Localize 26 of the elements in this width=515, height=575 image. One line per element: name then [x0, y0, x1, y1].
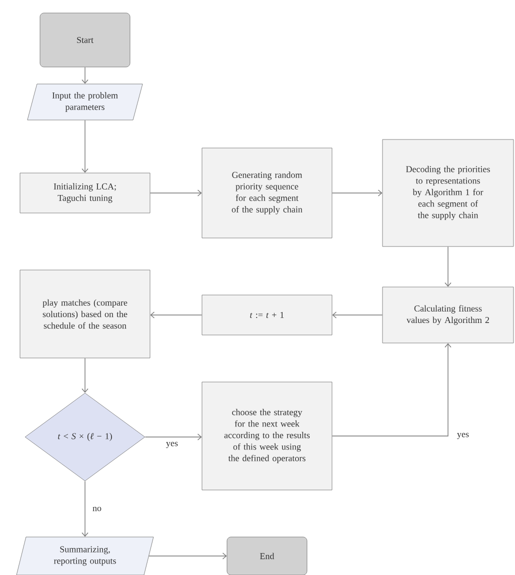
process-box: Initializing LCA; Taguchi tuning: [20, 172, 150, 214]
input-output-parallelogram: Input the problem parameters: [27, 84, 143, 120]
process-box: t := t + 1: [202, 294, 332, 336]
edge-label: yes: [165, 440, 179, 450]
arrow: [150, 312, 202, 318]
terminal-box: End: [226, 536, 308, 575]
process-box: Decoding the priorities to representations by Algorithm 1 for each segment of the supply chain: [382, 139, 514, 247]
arrow: [82, 66, 88, 84]
edge-label: no: [92, 506, 102, 512]
process-box: Generating random priority sequence for each segment of the supply chain: [202, 148, 332, 238]
arrow: [82, 358, 88, 393]
arrow: [148, 552, 227, 560]
terminal-box: Start: [40, 12, 130, 68]
process-box: choose the strategy for the next week according to the results of this week using the defined operators: [202, 382, 332, 490]
input-output-parallelogram: Summarizing, reporting outputs: [16, 536, 154, 575]
arrow: [144, 434, 202, 440]
process-box: play matches (compare solutions) based on the schedule of the season: [20, 270, 150, 358]
arrow: [150, 190, 202, 196]
arrow: [332, 190, 382, 196]
arrow: [332, 312, 383, 318]
process-box: Calculating fitness values by Algorithm 2: [382, 286, 514, 344]
arrow: [82, 480, 88, 537]
arrow: [444, 246, 452, 287]
edge-label: yes: [456, 432, 470, 440]
arrow: [332, 343, 452, 436]
arrow: [82, 120, 88, 173]
